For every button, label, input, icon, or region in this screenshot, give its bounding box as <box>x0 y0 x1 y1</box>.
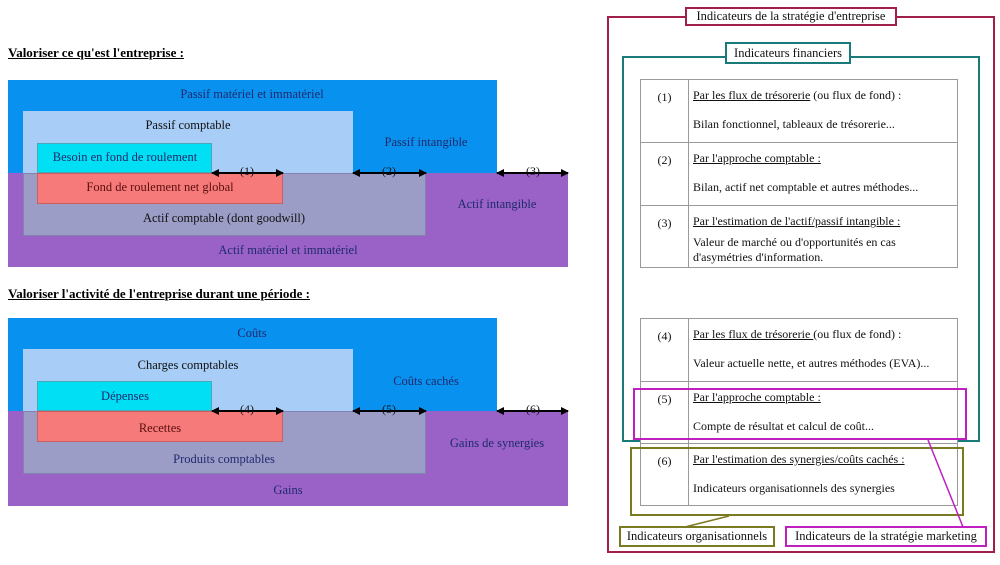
indicator-num: (4) <box>640 318 689 382</box>
gap-arrow-4 <box>211 407 284 415</box>
indicator-title: Par l'approche comptable : <box>693 390 821 404</box>
label-actif-materiel: Actif matériel et immatériel <box>218 243 358 257</box>
label-bfr: Besoin en fond de roulement <box>52 150 198 164</box>
gap-label-4: (4) <box>240 402 254 416</box>
indicator-num: (6) <box>640 443 689 506</box>
indicator-title: Par l'estimation de l'actif/passif intan… <box>693 214 901 228</box>
heading-company-value: Valoriser ce qu'est l'entreprise : <box>8 45 184 60</box>
label-couts-caches: Coûts cachés <box>393 374 459 388</box>
gap-arrow-6 <box>496 407 569 415</box>
gap-arrow-5 <box>352 407 427 415</box>
gap-label-3: (3) <box>526 164 540 178</box>
label-frng: Fond de roulement net global <box>86 180 234 194</box>
label-actif-comptable: Actif comptable (dont goodwill) <box>142 211 306 225</box>
frame-organisational <box>630 447 964 516</box>
gap-label-6: (6) <box>526 402 540 416</box>
tag-strategy: Indicateurs de la stratégie d'entreprise <box>685 7 897 26</box>
indicator-title: Par l'approche comptable : <box>693 151 821 165</box>
tag-organisational: Indicateurs organisationnels <box>619 526 775 547</box>
label-recettes: Recettes <box>138 421 182 435</box>
indicator-suffix: (ou flux de fond) : <box>810 88 902 102</box>
indicator-num: (3) <box>640 205 689 268</box>
gap-arrow-2 <box>352 169 427 177</box>
indicator-desc: Valeur de marché ou d'opportunités en ca… <box>693 235 896 264</box>
label-charges-comptables: Charges comptables <box>137 358 239 372</box>
gap-arrow-1 <box>211 169 284 177</box>
indicator-suffix: (ou flux de fond) : <box>813 327 902 341</box>
tag-marketing: Indicateurs de la stratégie marketing <box>785 526 987 547</box>
label-couts: Coûts <box>237 326 267 340</box>
indicator-desc: Valeur actuelle nette, et autres méthode… <box>693 356 930 370</box>
indicator-desc: Bilan fonctionnel, tableaux de trésoreri… <box>693 117 895 131</box>
indicator-desc: Bilan, actif net comptable et autres mét… <box>693 180 919 194</box>
label-passif-materiel: Passif matériel et immatériel <box>180 87 324 101</box>
indicator-row: (4) Par les flux de trésorerie (ou flux … <box>640 318 958 382</box>
label-gains: Gains <box>273 483 303 497</box>
indicator-title: Par les flux de trésorerie <box>693 88 811 102</box>
gap-label-5: (5) <box>382 402 396 416</box>
indicator-title: Par les flux de trésorerie <box>693 327 814 341</box>
frame-marketing <box>633 388 967 440</box>
heading-activity-value: Valoriser l'activité de l'entreprise dur… <box>8 286 310 301</box>
tag-financial: Indicateurs financiers <box>725 42 851 64</box>
indicator-row: (5) Par l'approche comptable : Compte de… <box>640 381 958 444</box>
gap-label-2: (2) <box>382 164 396 178</box>
label-actif-intangible: Actif intangible <box>457 197 537 211</box>
indicator-title: Par l'estimation des synergies/coûts cac… <box>693 452 905 466</box>
block-depenses <box>37 381 212 411</box>
indicator-row: (1) Par les flux de trésorerie (ou flux … <box>640 79 958 143</box>
indicator-num: (1) <box>640 79 689 143</box>
table-company-indicators: (1) Par les flux de trésorerie (ou flux … <box>640 79 958 268</box>
label-depenses: Dépenses <box>101 389 149 403</box>
gap-label-1: (1) <box>240 164 254 178</box>
block-frng <box>37 173 283 204</box>
indicator-row: (3) Par l'estimation de l'actif/passif i… <box>640 205 958 268</box>
block-bfr <box>37 143 212 173</box>
indicator-num: (5) <box>640 381 689 444</box>
label-passif-intangible: Passif intangible <box>384 135 468 149</box>
table-activity-indicators: (4) Par les flux de trésorerie (ou flux … <box>640 318 958 506</box>
label-produits-comptables: Produits comptables <box>173 452 275 466</box>
label-gains-synergies: Gains de synergies <box>449 436 545 450</box>
block-recettes <box>37 411 283 442</box>
indicator-desc: Compte de résultat et calcul de coût... <box>693 419 874 433</box>
indicator-num: (2) <box>640 142 689 206</box>
indicator-row: (2) Par l'approche comptable : Bilan, ac… <box>640 142 958 206</box>
indicator-row: (6) Par l'estimation des synergies/coûts… <box>640 443 958 506</box>
indicator-desc: Indicateurs organisationnels des synergi… <box>693 481 895 495</box>
gap-arrow-3 <box>496 169 569 177</box>
label-passif-comptable: Passif comptable <box>145 118 231 132</box>
